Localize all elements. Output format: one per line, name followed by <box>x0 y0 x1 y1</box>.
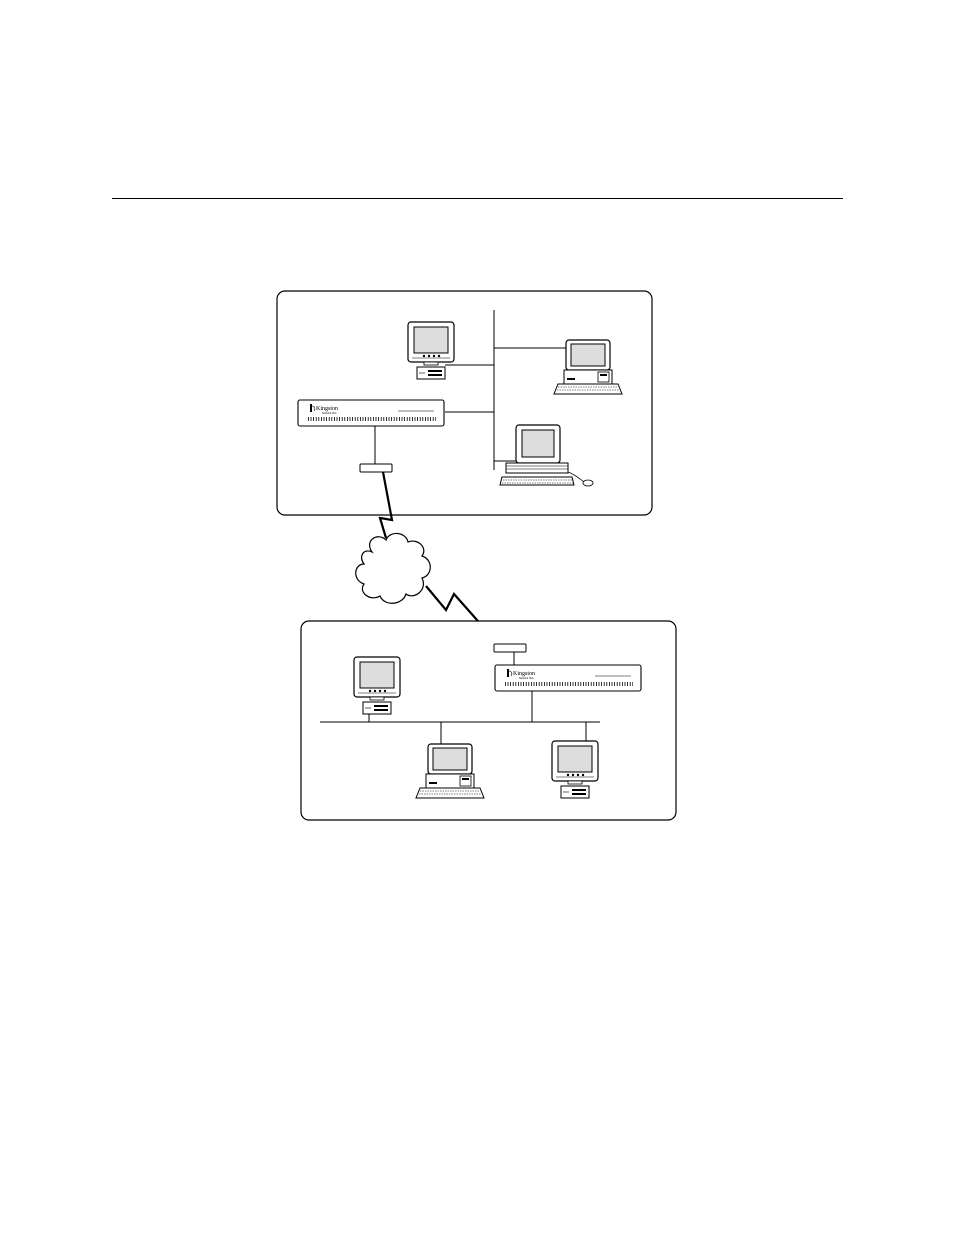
site-a-router-model: Network Hub <box>322 412 337 415</box>
cloud-icon <box>356 533 431 603</box>
site-b-modem-icon <box>494 644 526 652</box>
site-a-modem-icon <box>360 464 392 472</box>
site-b-router-model: Network Hub <box>519 677 534 680</box>
site-a-router-icon: Kingston Network Hub <box>298 400 444 426</box>
site-b-router-icon: Kingston Network Hub <box>495 665 641 691</box>
site-b-boundary <box>301 621 676 820</box>
